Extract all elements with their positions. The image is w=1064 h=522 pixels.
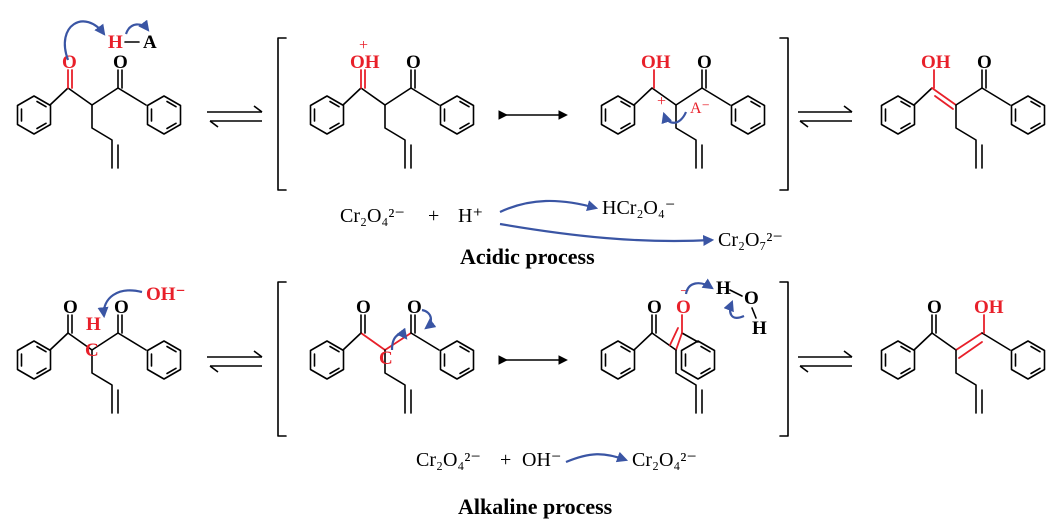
curved-arrow-oh-attack [97, 289, 143, 319]
acid-molecule-2: OH + O [309, 37, 475, 169]
acid-cr2o7: Cr₂O₇²⁻ [718, 229, 783, 251]
acid-o-red: O [62, 52, 77, 73]
alk-product: Cr₂O₄²⁻ [632, 449, 697, 471]
alk-molecule-4: O OH [880, 297, 1046, 414]
curved-arrow-to-water [684, 278, 714, 295]
water-h-2: H [752, 318, 767, 339]
curved-arrow-o-to-h [63, 20, 106, 61]
acid-molecule-3: OH O + A⁻ [600, 52, 766, 169]
a-minus-label: A⁻ [690, 100, 710, 117]
acid-bracket-right [779, 37, 789, 191]
alkaline-caption: Alkaline process [458, 494, 613, 519]
curved-arrow-to-oxygen [421, 308, 437, 330]
alk-oh-reagent: OH⁻ [522, 449, 561, 471]
curved-arrow-carbanion [390, 327, 408, 351]
carbocation-plus: + [657, 93, 666, 110]
alk-molecule-1: O O H C OH⁻ [16, 284, 186, 414]
curved-arrow-oh-bond [723, 299, 745, 319]
acid-molecule-1: O O H A [16, 19, 182, 169]
acidic-caption: Acidic process [460, 244, 595, 269]
alk-o-1: O [63, 297, 78, 318]
alk-enol-oh: OH [974, 297, 1004, 318]
enolate-minus: − [680, 283, 689, 300]
curved-arrow-h-a [124, 19, 150, 35]
acid-bracket-left [277, 37, 287, 191]
arrow-to-hcr2o4 [499, 199, 599, 213]
alk-molecule-2: O O C [309, 297, 475, 414]
enolate-o: O [676, 297, 691, 318]
alk-plus: + [500, 449, 511, 471]
water-o: O [744, 288, 759, 309]
ha-a-group: A [143, 32, 157, 53]
acid-plus: + [428, 205, 439, 227]
oxonium-plus: + [359, 37, 368, 54]
alk-bracket-left [277, 281, 287, 437]
acid-chromium-equation: Cr₂O₄²⁻ + H⁺ HCr₂O₄⁻ Cr₂O₇²⁻ [340, 197, 783, 251]
hydroxide-ion: OH⁻ [146, 284, 186, 305]
water-h-1: H [716, 278, 731, 299]
acid-o-black-3: O [697, 52, 712, 73]
acid-o-black: O [113, 52, 128, 73]
alk-cr2o4: Cr₂O₄²⁻ [416, 449, 481, 471]
alk-enol-o: O [927, 297, 942, 318]
equilibrium-arrow-2 [798, 105, 853, 128]
acid-oh-3: OH [641, 52, 671, 73]
equilibrium-arrow-4 [798, 350, 853, 373]
ha-hydrogen: H [108, 32, 123, 53]
acid-enol-oh: OH [921, 52, 951, 73]
acid-molecule-4: OH O [880, 52, 1046, 169]
curved-arrow-deprotonation [661, 111, 688, 125]
alk-bracket-right [779, 281, 789, 437]
alk-o-3: O [356, 297, 371, 318]
carbanion-c: C [379, 348, 393, 369]
alk-o-4: O [407, 297, 422, 318]
alk-alpha-c: C [85, 340, 99, 361]
alk-o-5: O [647, 297, 662, 318]
alk-alpha-h: H [86, 314, 101, 335]
alk-chromium-equation: Cr₂O₄²⁻ + OH⁻ Cr₂O₄²⁻ [416, 449, 697, 471]
arrow-to-cr2o7 [499, 222, 715, 246]
arrow-alk-product [565, 451, 629, 464]
equilibrium-arrow-1 [207, 105, 263, 128]
acid-oh-protonated: OH [350, 52, 380, 73]
acid-enol-o: O [977, 52, 992, 73]
acid-hcr2o4: HCr₂O₄⁻ [602, 197, 675, 219]
alk-molecule-3: O O − H O H [600, 278, 767, 414]
alk-o-2: O [114, 297, 129, 318]
acid-cr2o4: Cr₂O₄²⁻ [340, 205, 405, 227]
equilibrium-arrow-3 [207, 350, 263, 373]
acid-o-black-2: O [406, 52, 421, 73]
acid-proton: H⁺ [458, 205, 483, 227]
